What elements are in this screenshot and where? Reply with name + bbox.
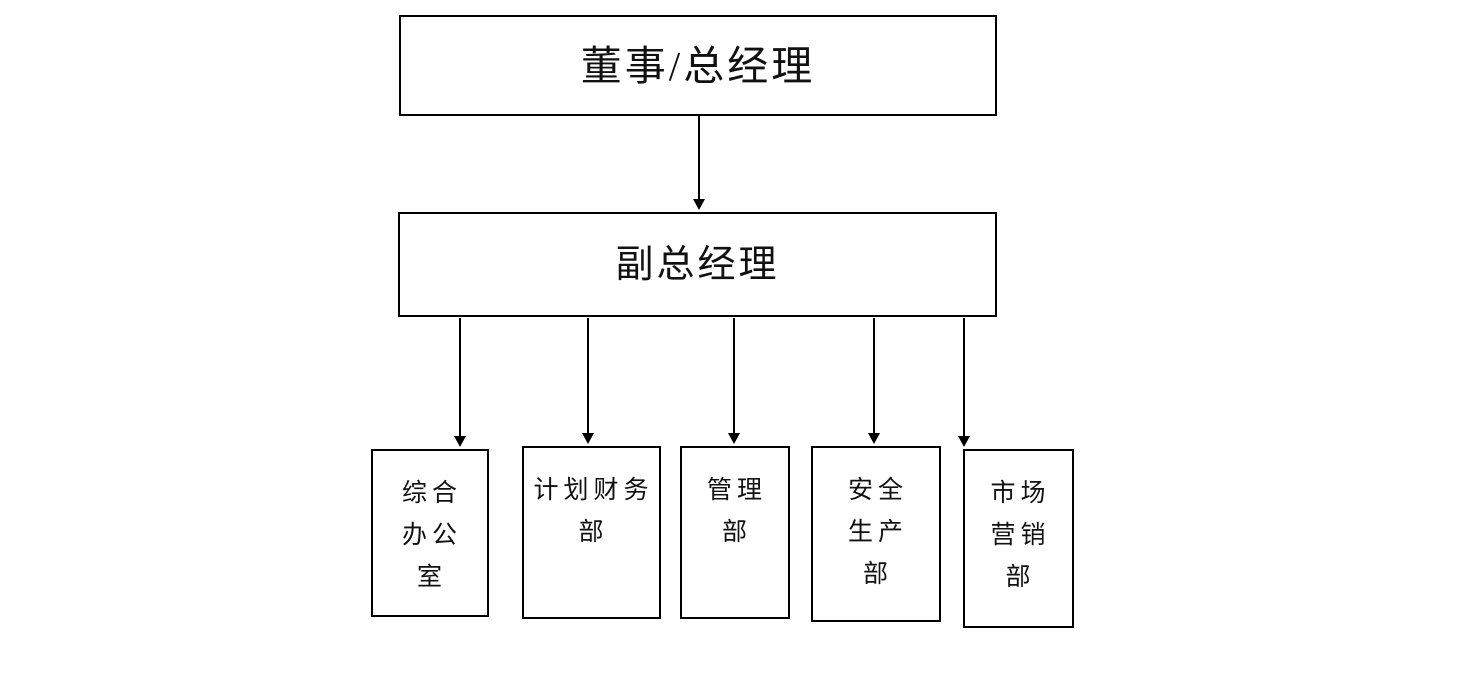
node-dept-marketing-label: 市场 营销 部 [990,480,1051,591]
connector-line [733,318,735,434]
arrow-down-icon [868,433,880,444]
node-dept-general-office[interactable]: 综合 办公 室 [371,449,489,617]
node-dept-management-label: 管理 部 [706,477,767,546]
node-dept-marketing[interactable]: 市场 营销 部 [963,449,1074,628]
node-dept-management[interactable]: 管理 部 [680,446,790,619]
connector-line [698,116,700,200]
node-dept-general-office-label: 综合 办公 室 [401,480,462,591]
arrow-down-icon [454,436,466,447]
node-dept-plan-finance-label: 计划财务 部 [533,477,654,546]
node-deputy-general-manager[interactable]: 副总经理 [398,212,997,317]
arrow-down-icon [728,433,740,444]
arrow-down-icon [693,199,705,210]
node-dept-safety-production-label: 安全 生产 部 [847,477,908,588]
node-director-label: 董事/总经理 [580,42,816,89]
node-director[interactable]: 董事/总经理 [399,15,997,116]
connector-line [587,318,589,434]
node-deputy-general-manager-label: 副总经理 [615,243,780,286]
connector-line [873,318,875,434]
node-dept-plan-finance[interactable]: 计划财务 部 [522,446,661,619]
arrow-down-icon [958,436,970,447]
connector-line [963,318,965,437]
arrow-down-icon [582,433,594,444]
node-dept-safety-production[interactable]: 安全 生产 部 [811,446,941,622]
connector-line [459,318,461,437]
